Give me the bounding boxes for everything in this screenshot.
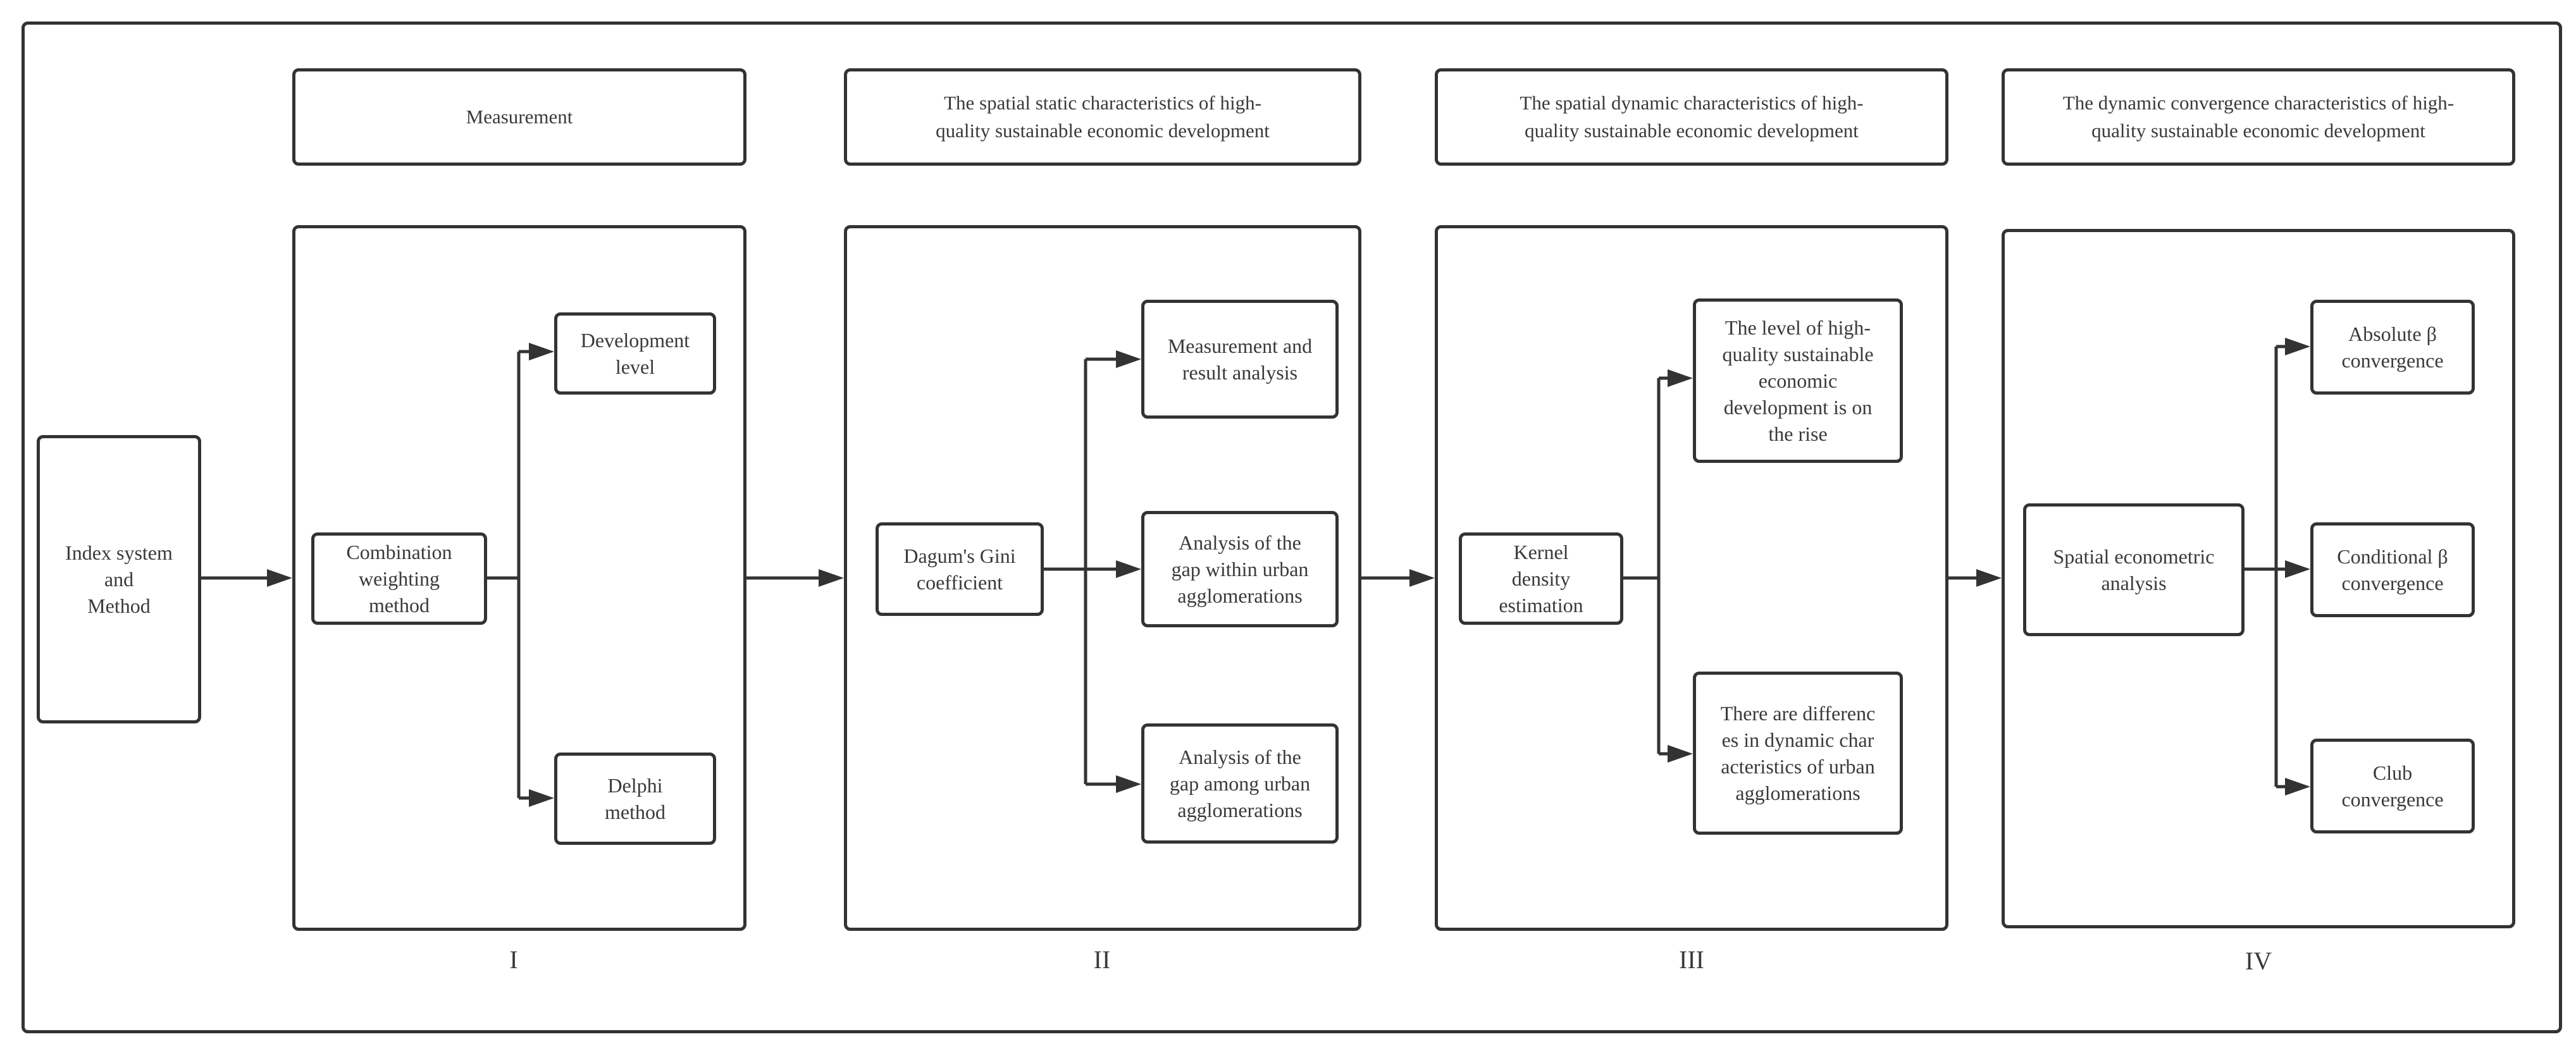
index-system-box: Index system and Method bbox=[37, 435, 201, 723]
arrowhead bbox=[267, 569, 292, 587]
arrowhead bbox=[1976, 569, 2002, 587]
arrowhead bbox=[529, 343, 554, 360]
outer-frame bbox=[22, 22, 2562, 1033]
arrowhead bbox=[819, 569, 844, 587]
conditional-convergence-label: Conditional β convergence bbox=[2337, 545, 2448, 594]
arrowhead bbox=[2285, 778, 2310, 796]
delphi-method-box: Delphi method bbox=[554, 753, 716, 845]
conditional-convergence-box: Conditional β convergence bbox=[2310, 522, 2475, 617]
stage-3-header: The spatial dynamic characteristics of h… bbox=[1435, 68, 1948, 166]
delphi-method-label: Delphi method bbox=[605, 774, 666, 823]
stage-1-header-text: Measurement bbox=[466, 106, 573, 128]
arrowhead bbox=[529, 789, 554, 807]
stage-2-frame bbox=[844, 225, 1361, 931]
absolute-convergence-box: Absolute β convergence bbox=[2310, 300, 2475, 395]
arrowhead bbox=[1668, 369, 1693, 387]
dagum-gini-box: Dagum's Gini coefficient bbox=[876, 522, 1044, 616]
combination-weighting-label: Combination weighting method bbox=[346, 541, 452, 617]
spatial-econometric-label: Spatial econometric analysis bbox=[2053, 545, 2215, 594]
stage-3-header-text: The spatial dynamic characteristics of h… bbox=[1520, 92, 1864, 142]
gap-among-label: Analysis of the gap among urban agglomer… bbox=[1169, 746, 1311, 821]
arrowhead bbox=[1409, 569, 1435, 587]
dynamic-differences-label: There are differenc es in dynamic char a… bbox=[1720, 702, 1876, 804]
kernel-density-box: Kernel density estimation bbox=[1459, 532, 1623, 625]
gap-within-label: Analysis of the gap within urban agglome… bbox=[1171, 531, 1309, 607]
stage-4-header-text: The dynamic convergence characteristics … bbox=[2062, 92, 2455, 142]
measurement-result-box: Measurement and result analysis bbox=[1141, 300, 1339, 419]
level-on-rise-box: The level of high- quality sustainable e… bbox=[1693, 298, 1903, 463]
level-on-rise-label: The level of high- quality sustainable e… bbox=[1722, 316, 1874, 445]
stage-2-header: The spatial static characteristics of hi… bbox=[844, 68, 1361, 166]
gap-within-box: Analysis of the gap within urban agglome… bbox=[1141, 511, 1339, 627]
dynamic-differences-box: There are differenc es in dynamic char a… bbox=[1693, 672, 1903, 835]
stage-4-header: The dynamic convergence characteristics … bbox=[2002, 68, 2515, 166]
club-convergence-label: Club convergence bbox=[2341, 761, 2444, 811]
stage-3-numeral: III bbox=[1679, 945, 1704, 974]
stage-2-header-text: The spatial static characteristics of hi… bbox=[936, 92, 1270, 142]
club-convergence-box: Club convergence bbox=[2310, 739, 2475, 833]
stage-2-numeral: II bbox=[1093, 945, 1111, 974]
combination-weighting-box: Combination weighting method bbox=[311, 532, 487, 625]
stage-4-frame bbox=[2002, 229, 2515, 928]
absolute-convergence-label: Absolute β convergence bbox=[2341, 323, 2444, 372]
arrowhead bbox=[2285, 338, 2310, 355]
stage-1-frame bbox=[292, 225, 746, 931]
stage-1-numeral: I bbox=[509, 945, 518, 974]
arrowhead bbox=[2285, 560, 2310, 578]
dagum-gini-label: Dagum's Gini coefficient bbox=[903, 544, 1016, 594]
stage-3-frame bbox=[1435, 225, 1948, 931]
stage-4-numeral: IV bbox=[2245, 947, 2272, 975]
index-system-label: Index system and Method bbox=[65, 541, 173, 617]
arrowhead bbox=[1116, 350, 1141, 368]
spatial-econometric-box: Spatial econometric analysis bbox=[2023, 503, 2245, 636]
development-level-label: Development level bbox=[580, 329, 690, 378]
kernel-density-label: Kernel density estimation bbox=[1499, 541, 1583, 617]
arrowhead bbox=[1116, 560, 1141, 578]
arrowhead bbox=[1668, 745, 1693, 763]
gap-among-box: Analysis of the gap among urban agglomer… bbox=[1141, 723, 1339, 844]
stage-1-header: Measurement bbox=[292, 68, 746, 166]
arrowhead bbox=[1116, 775, 1141, 793]
development-level-box: Development level bbox=[554, 312, 716, 395]
measurement-result-label: Measurement and result analysis bbox=[1167, 335, 1313, 384]
